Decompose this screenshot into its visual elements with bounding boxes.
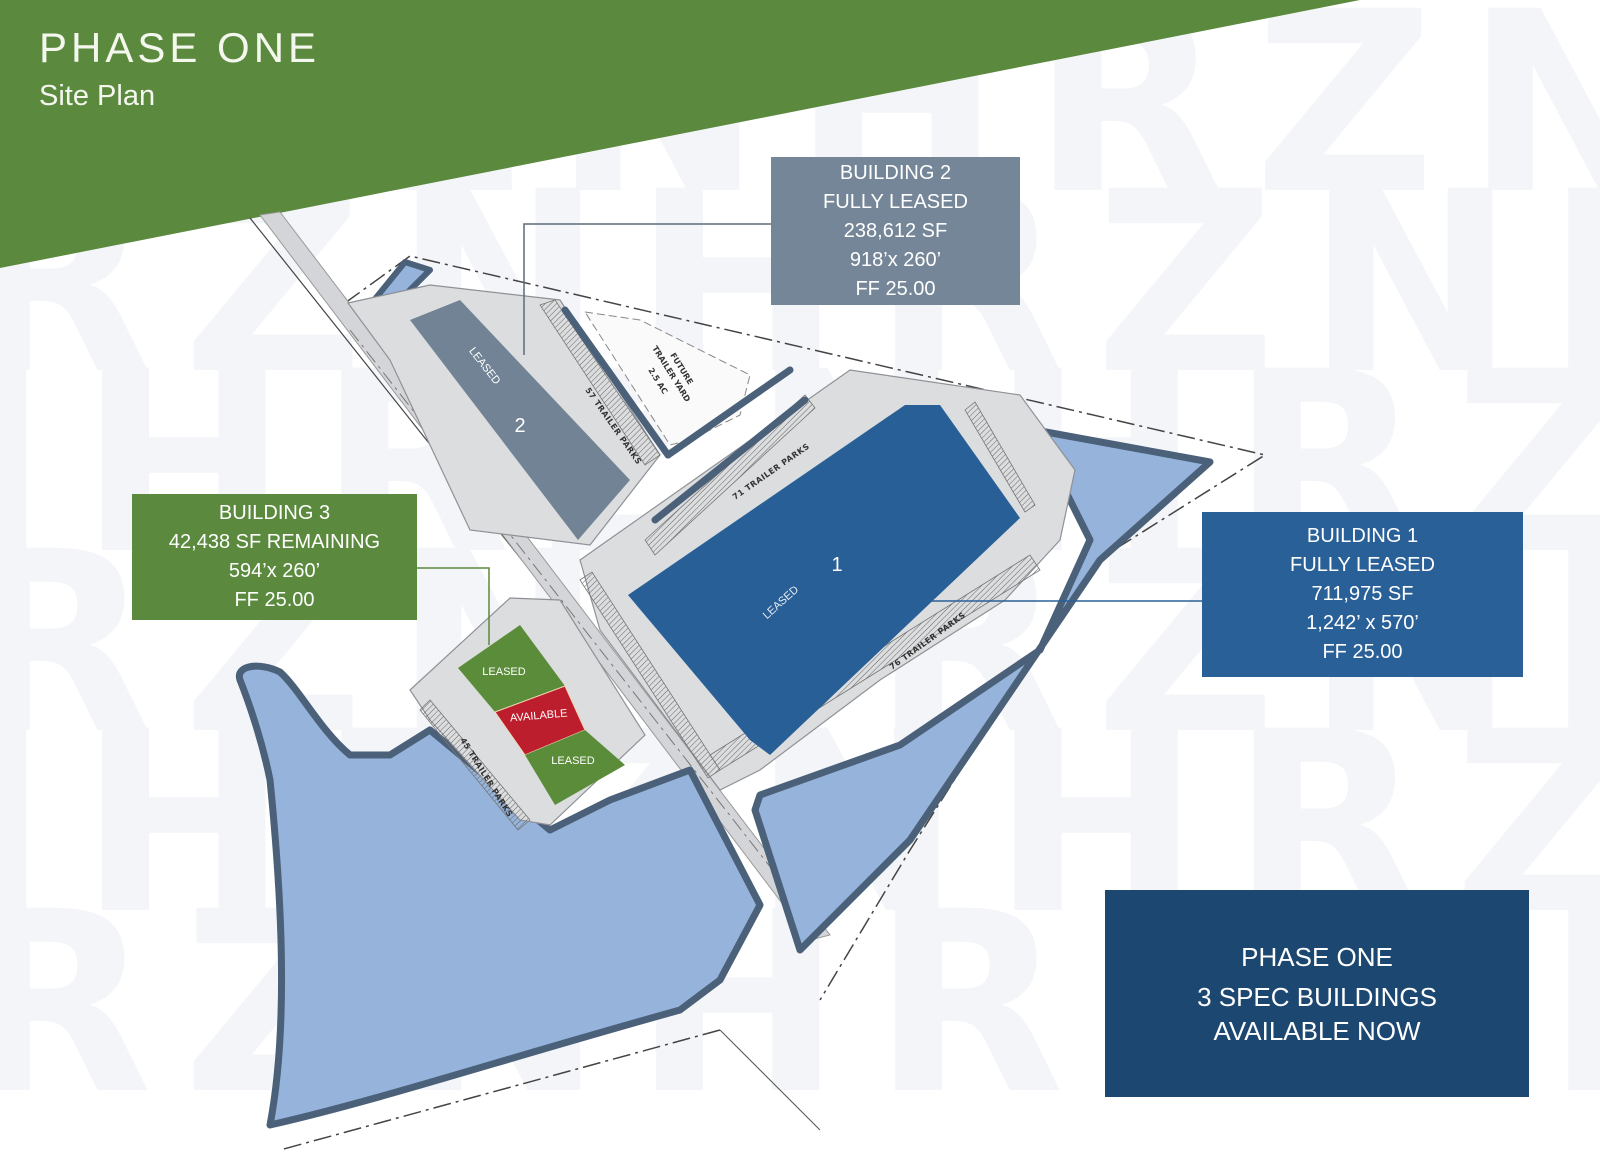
building-1-callout[interactable]: BUILDING 1 FULLY LEASED 711,975 SF 1,242… xyxy=(1202,512,1523,677)
building-2[interactable]: 2 LEASED xyxy=(410,300,630,540)
building-2-dimensions: 918’x 260’ xyxy=(849,248,942,271)
building-1-ff: FF 25.00 xyxy=(1322,641,1403,663)
future-trailer-yard xyxy=(583,311,751,446)
summary-title: PHASE ONE xyxy=(1241,941,1393,972)
summary-line-2: AVAILABLE NOW xyxy=(1213,1015,1421,1046)
building-1[interactable]: 1 LEASED xyxy=(628,405,1020,755)
building-3-area: 42,438 SF REMAINING xyxy=(168,531,381,553)
building-3-title: BUILDING 3 xyxy=(218,502,331,524)
building-2-area: 238,612 SF xyxy=(843,219,948,242)
building-2-status: FULLY LEASED xyxy=(823,190,968,213)
building-3-unit-south xyxy=(525,730,625,805)
pond-southwest xyxy=(235,662,764,1129)
building-3-unit-north xyxy=(458,625,565,712)
building-2-ff: FF 25.00 xyxy=(855,277,936,300)
summary-line-1: 3 SPEC BUILDINGS xyxy=(1197,981,1437,1012)
future-trailer-yard-label: FUTURE TRAILER YARD 2.5 AC xyxy=(646,344,694,404)
svg-text:1: 1 xyxy=(831,554,842,576)
pond-east xyxy=(751,426,1214,954)
leader-lines xyxy=(417,223,1204,645)
svg-text:2: 2 xyxy=(514,415,525,437)
building-3-dimensions: 594’x 260’ xyxy=(228,560,321,582)
building-3[interactable]: LEASED AVAILABLE LEASED xyxy=(458,625,625,805)
phase-one-summary-box: PHASE ONE 3 SPEC BUILDINGS AVAILABLE NOW xyxy=(1105,890,1529,1097)
svg-text:LEASED: LEASED xyxy=(482,666,525,678)
building-1-status: FULLY LEASED xyxy=(1290,554,1435,576)
svg-text:LEASED: LEASED xyxy=(551,755,594,767)
building-1-area: 711,975 SF xyxy=(1311,583,1414,605)
page-subtitle: Site Plan xyxy=(39,80,156,112)
building-2-callout[interactable]: BUILDING 2 FULLY LEASED 238,612 SF 918’x… xyxy=(771,157,1020,305)
building-1-dimensions: 1,242’ x 570’ xyxy=(1306,612,1419,634)
building-3-ff: FF 25.00 xyxy=(234,589,315,611)
page-title: PHASE ONE xyxy=(39,24,321,71)
building-3-callout[interactable]: BUILDING 3 42,438 SF REMAINING 594’x 260… xyxy=(132,494,417,620)
svg-text:AVAILABLE: AVAILABLE xyxy=(509,708,568,725)
building-2-title: BUILDING 2 xyxy=(839,161,952,184)
property-boundary xyxy=(279,255,1267,1151)
building-1-title: BUILDING 1 xyxy=(1306,525,1419,547)
bioswales xyxy=(561,306,809,524)
